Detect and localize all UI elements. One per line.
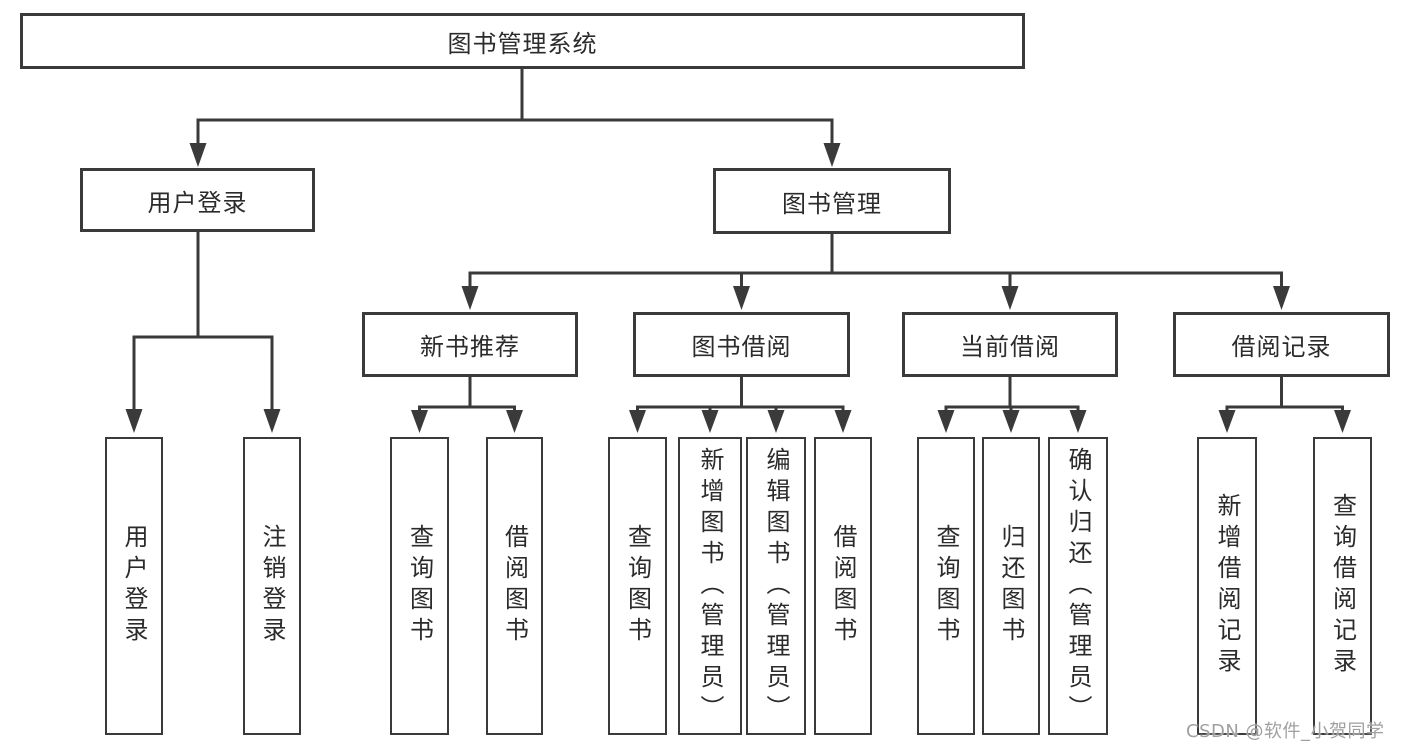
- leaf-borrowing-borrow-books-label: 借阅图书: [829, 524, 857, 648]
- leaf-borrowing-add-books-admin: 新增图书（管理员）: [678, 437, 742, 735]
- leaf-newrec-borrow-books: 借阅图书: [486, 437, 543, 735]
- node-book-management-label: 图书管理: [782, 189, 882, 218]
- leaf-newrec-query-books: 查询图书: [390, 437, 449, 735]
- leaf-current-query-books-label: 查询图书: [932, 524, 960, 648]
- node-new-book-recommend: 新书推荐: [362, 312, 578, 377]
- leaf-borrowing-add-books-admin-label: 新增图书（管理员）: [696, 446, 724, 726]
- node-new-book-recommend-label: 新书推荐: [420, 333, 520, 361]
- leaf-user-login-label: 用户登录: [120, 524, 148, 648]
- leaf-newrec-borrow-books-label: 借阅图书: [500, 524, 529, 648]
- leaf-logout: 注销登录: [243, 437, 301, 735]
- leaf-logout-label: 注销登录: [258, 524, 286, 648]
- connector-newbook-to-leaves: [411, 376, 523, 433]
- leaf-borrowing-query-books: 查询图书: [608, 437, 667, 735]
- leaf-current-return-books-label: 归还图书: [997, 524, 1025, 648]
- connector-borrowing-to-leaves: [629, 376, 852, 433]
- node-user-login: 用户登录: [80, 168, 315, 232]
- connector-records-to-leaves: [1218, 376, 1351, 433]
- leaf-current-confirm-return-admin: 确认归还（管理员）: [1048, 437, 1108, 735]
- leaf-current-confirm-return-admin-label: 确认归还（管理员）: [1064, 446, 1092, 726]
- leaf-records-query-record-label: 查询借阅记录: [1328, 493, 1357, 679]
- node-borrowing-records: 借阅记录: [1173, 312, 1390, 377]
- node-current-borrowing: 当前借阅: [902, 312, 1118, 377]
- connector-book-mgmt-to-level3: [461, 233, 1290, 310]
- leaf-current-return-books: 归还图书: [982, 437, 1040, 735]
- node-root-label: 图书管理系统: [447, 29, 598, 58]
- node-borrowing-records-label: 借阅记录: [1231, 333, 1332, 361]
- leaf-borrowing-edit-books-admin: 编辑图书（管理员）: [746, 437, 806, 735]
- leaf-newrec-query-books-label: 查询图书: [405, 524, 434, 648]
- leaf-current-query-books: 查询图书: [917, 437, 975, 735]
- node-root-system: 图书管理系统: [20, 13, 1025, 69]
- leaf-records-query-record: 查询借阅记录: [1313, 437, 1372, 735]
- csdn-watermark: CSDN @软件_小贺同学: [1186, 721, 1385, 742]
- leaf-records-add-record-label: 新增借阅记录: [1213, 493, 1241, 679]
- leaf-borrowing-query-books-label: 查询图书: [623, 524, 652, 648]
- leaf-borrowing-borrow-books: 借阅图书: [814, 437, 872, 735]
- node-current-borrowing-label: 当前借阅: [960, 333, 1060, 361]
- leaf-records-add-record: 新增借阅记录: [1197, 437, 1257, 735]
- leaf-user-login: 用户登录: [105, 437, 163, 735]
- connector-root-to-level2: [189, 68, 841, 167]
- connector-user-login-to-leaves: [125, 231, 281, 433]
- leaf-borrowing-edit-books-admin-label: 编辑图书（管理员）: [762, 446, 790, 726]
- node-user-login-label: 用户登录: [147, 188, 248, 217]
- connector-current-to-leaves: [937, 376, 1087, 433]
- node-book-borrowing-label: 图书借阅: [691, 333, 792, 361]
- node-book-borrowing: 图书借阅: [633, 312, 850, 377]
- node-book-management: 图书管理: [713, 168, 951, 234]
